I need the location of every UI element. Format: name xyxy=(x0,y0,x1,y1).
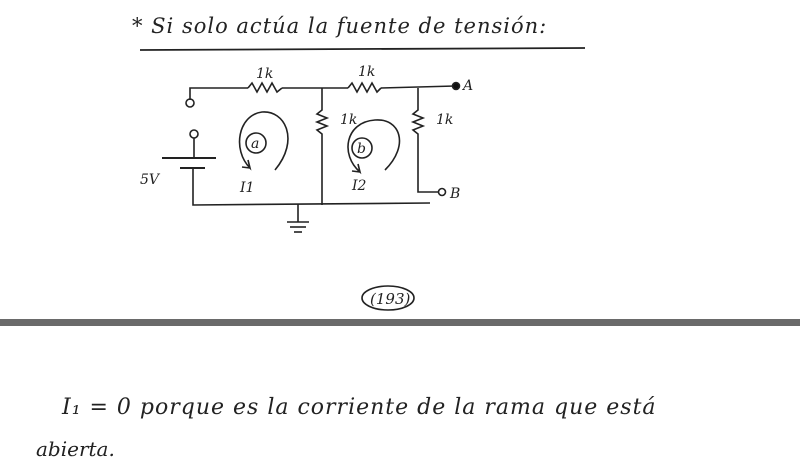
r2-label: 1k xyxy=(358,64,375,80)
note-line-2: abierta. xyxy=(36,437,115,461)
terminal-a-label: A xyxy=(461,78,473,94)
loop-a-label: a xyxy=(251,136,259,152)
r1-label: 1k xyxy=(256,66,273,82)
page-number: (193) xyxy=(370,290,410,308)
resistor-r3 xyxy=(314,88,330,205)
terminal-left-top xyxy=(185,98,195,108)
resistor-r4 xyxy=(410,88,438,193)
resistor-r1 xyxy=(247,81,283,94)
loop-b-label: b xyxy=(357,141,366,157)
loop-b-arrow xyxy=(347,119,401,175)
page-number-oval xyxy=(361,285,415,311)
resistor-r2 xyxy=(347,81,382,94)
terminal-a-dot xyxy=(451,81,461,91)
source-label: 5V xyxy=(140,172,161,188)
loop-a-arrow xyxy=(238,111,289,171)
r4-label: 1k xyxy=(436,112,453,128)
terminal-b xyxy=(437,187,447,197)
circuit-diagram: 1k 1k 1k 1k 5V A B a b I1 I2 (193) xyxy=(139,47,586,311)
terminal-b-label: B xyxy=(449,186,460,202)
ground-icon xyxy=(287,204,309,233)
terminal-source-top xyxy=(189,129,199,139)
top-wire xyxy=(189,81,456,100)
current-2-label: I2 xyxy=(351,178,367,194)
note-line-1: I₁ = 0 porque es la corriente de la rama… xyxy=(62,395,657,420)
page-divider xyxy=(0,319,800,326)
current-1-label: I1 xyxy=(239,180,254,196)
r3-label: 1k xyxy=(340,112,357,128)
heading-underline xyxy=(139,47,586,51)
heading: * Si solo actúa la fuente de tensión: xyxy=(132,14,548,38)
